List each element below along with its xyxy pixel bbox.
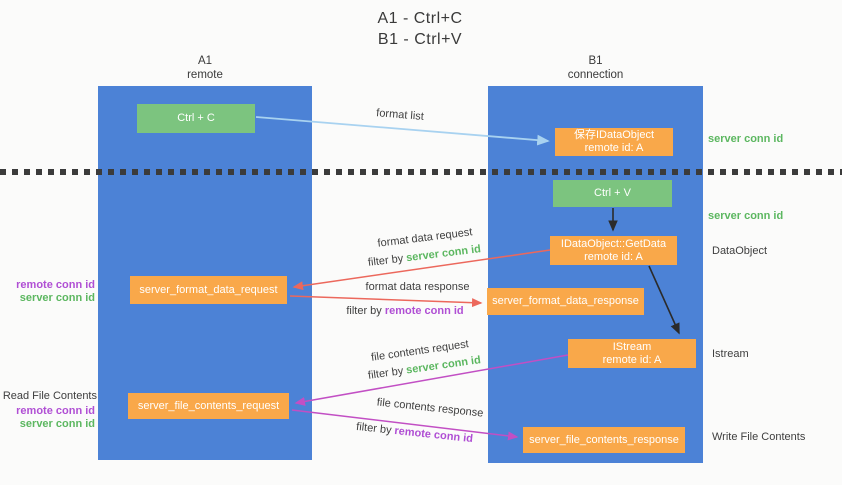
title-line-2: B1 - Ctrl+V xyxy=(377,31,463,48)
annotation-server-conn-id-mid: server conn id xyxy=(708,210,784,222)
node-getdata: IDataObject::GetData remote id: A xyxy=(550,236,677,265)
filter-prefix: filter by xyxy=(367,252,404,269)
label-format-data-response: format data response xyxy=(365,281,470,293)
node-istream: IStream remote id: A xyxy=(568,339,696,368)
annotation-write-file-contents: Write File Contents xyxy=(712,431,806,443)
node-format-request: server_format_data_request xyxy=(130,276,287,304)
node-istream-line2: remote id: A xyxy=(602,353,662,366)
node-file-request: server_file_contents_request xyxy=(128,393,289,419)
node-getdata-line1: IDataObject::GetData xyxy=(560,237,667,250)
format-data-response-arrow xyxy=(289,295,483,308)
lifeline-header-b1: B1 connection xyxy=(488,54,703,82)
node-file-request-label: server_file_contents_request xyxy=(137,399,280,412)
lifeline-a1-name: A1 xyxy=(197,55,213,67)
node-save-dataobject: 保存IDataObject remote id: A xyxy=(555,128,673,156)
annotation-server-conn-id-top: server conn id xyxy=(708,133,784,145)
lifeline-header-a1: A1 remote xyxy=(98,54,312,82)
node-getdata-line2: remote id: A xyxy=(584,250,643,263)
node-ctrl-v-label: Ctrl + V xyxy=(594,187,631,199)
node-format-request-label: server_format_data_request xyxy=(139,283,278,296)
filter-key-server-conn-id: server conn id xyxy=(405,243,482,265)
lifeline-b1-role: connection xyxy=(567,69,624,81)
filter-key-remote-conn-id: remote conn id xyxy=(384,305,464,317)
node-save-dataobject-line1: 保存IDataObject xyxy=(573,129,655,141)
node-ctrl-v: Ctrl + V xyxy=(553,180,672,207)
node-istream-line1: IStream xyxy=(612,340,652,353)
node-format-response: server_format_data_response xyxy=(487,288,644,315)
filter-prefix: filter by xyxy=(367,365,405,382)
session-separator-line xyxy=(0,169,842,175)
node-file-response: server_file_contents_response xyxy=(523,427,685,453)
filter-key-remote-conn-id: remote conn id xyxy=(393,424,474,446)
annotation-request-server-conn-id: server conn id xyxy=(19,292,95,304)
node-save-dataobject-line2: remote id: A xyxy=(584,142,644,154)
annotation-dataobject: DataObject xyxy=(712,245,768,257)
lifeline-b1-name: B1 xyxy=(588,55,603,67)
annotation-read-file-contents: Read File Contents xyxy=(2,390,97,402)
label-format-list: format list xyxy=(375,107,425,123)
label-file-contents-response: file contents response xyxy=(376,396,484,420)
annotation-file-remote-conn-id: remote conn id xyxy=(16,405,95,417)
diagram-title: A1 - Ctrl+C B1 - Ctrl+V xyxy=(330,8,510,50)
lifeline-a1-role: remote xyxy=(187,69,223,81)
annotation-request-remote-conn-id: remote conn id xyxy=(16,279,95,291)
annotation-file-server-conn-id: server conn id xyxy=(19,418,95,430)
node-ctrl-c: Ctrl + C xyxy=(137,104,255,133)
node-file-response-label: server_file_contents_response xyxy=(529,433,679,446)
filter-prefix: filter by xyxy=(355,420,393,437)
title-line-1: A1 - Ctrl+C xyxy=(377,10,463,27)
node-format-response-label: server_format_data_response xyxy=(492,295,639,307)
annotation-istream: Istream xyxy=(712,348,749,360)
node-ctrl-c-label: Ctrl + C xyxy=(177,112,215,124)
filter-prefix: filter by xyxy=(346,305,382,317)
